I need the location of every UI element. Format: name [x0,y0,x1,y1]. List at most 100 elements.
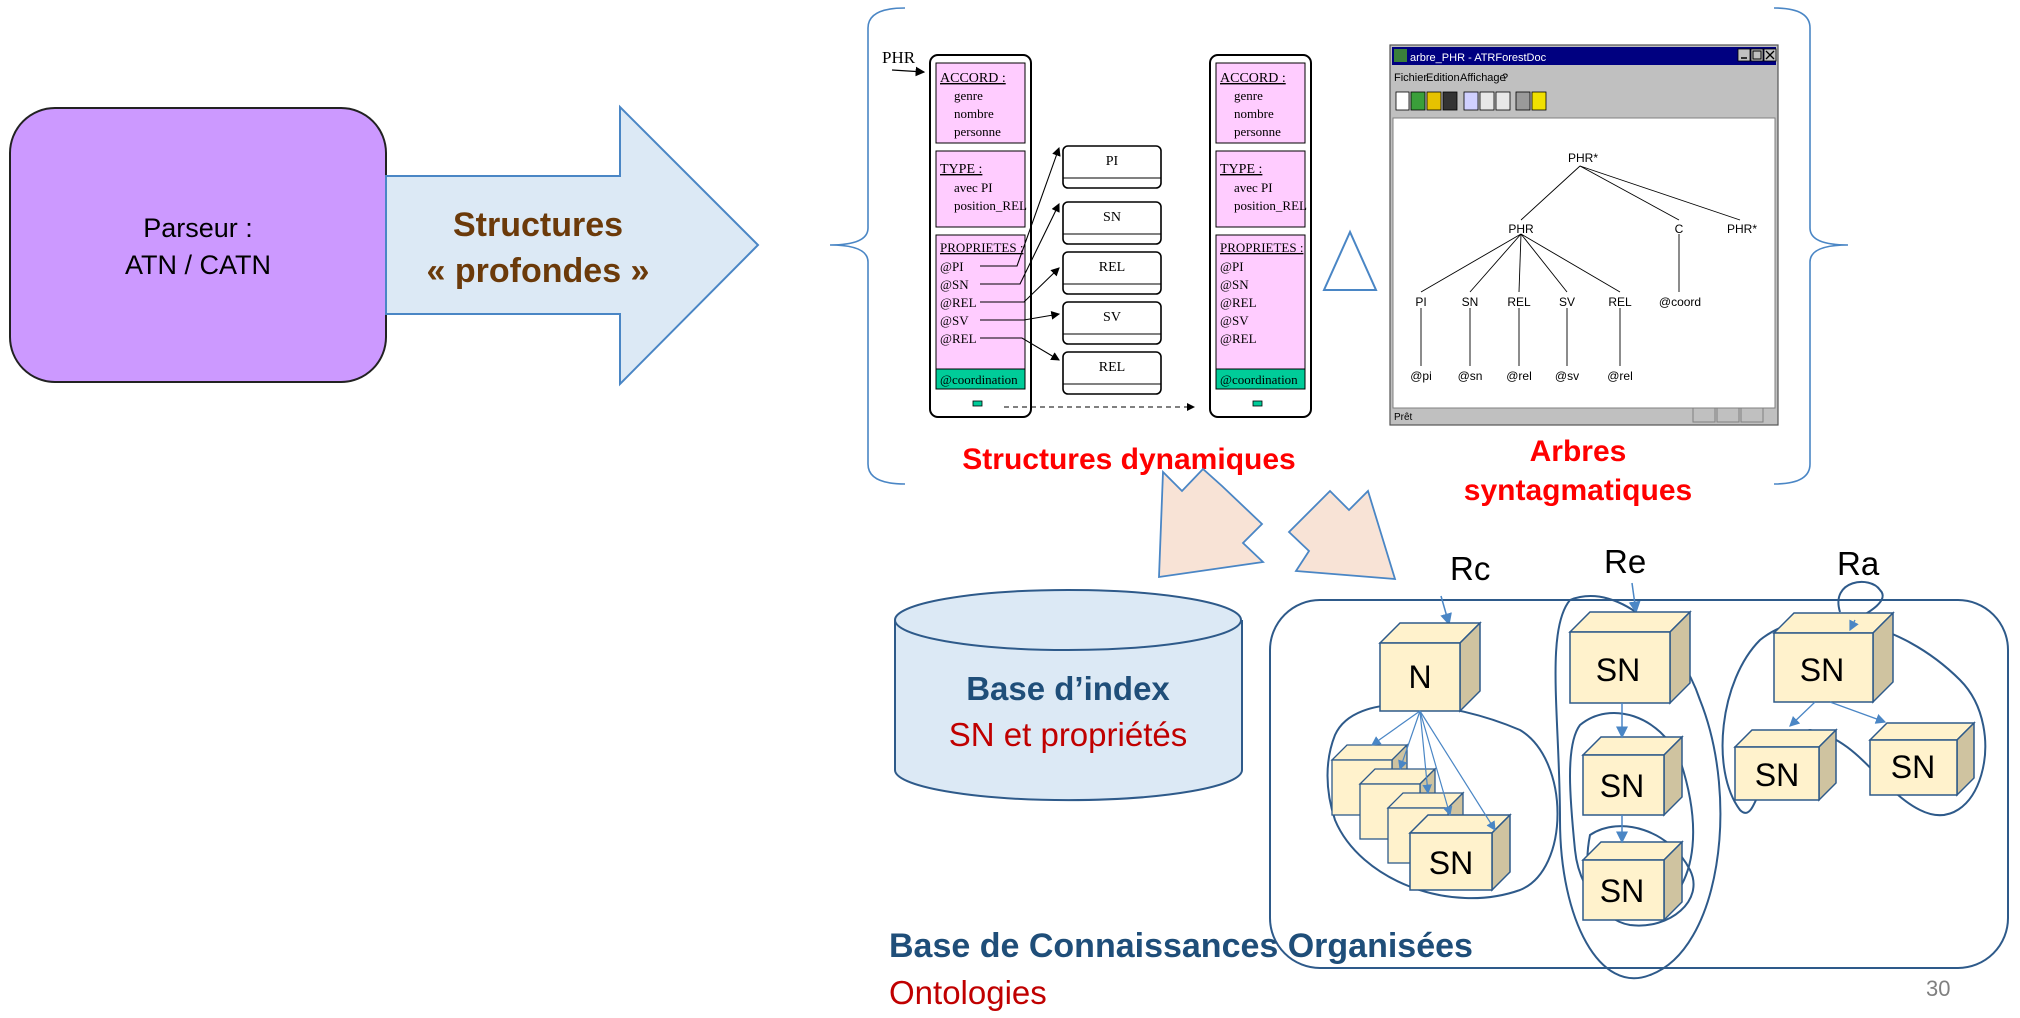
menu-item-view[interactable]: Affichage [1460,72,1506,84]
ra-self-arrow [1849,619,1859,632]
prop-item: @PI [940,259,964,274]
cube-ra-left: SN [1733,728,1838,802]
cube-label: SN [1800,652,1844,688]
prop-item: @SV [1220,313,1249,328]
property-arrows [980,146,1061,361]
tree-leaf: @rel [1607,369,1633,383]
pointer-mark [972,400,983,407]
cube-label: SN [1600,768,1644,804]
tree-node: REL [1608,295,1632,309]
middle-box-label: SV [1103,310,1121,325]
tree-leaf: @pi [1410,369,1432,383]
tree-edges [1420,165,1741,366]
tree-labels: PHR* PHR C PHR* PI SN REL SV REL @coord … [1410,151,1757,383]
minimize-button[interactable] [1737,48,1751,62]
coordination-label: @coordination [1220,372,1298,387]
window-titlebar [1392,47,1776,65]
tree-app-window: arbre_PHR - ATRForestDoc Fichier Edition… [1389,44,1779,426]
cylinder-body [894,620,1243,802]
ra-link-arrow [1789,701,1816,727]
tree-node: SN [1462,295,1479,309]
down-arrow-right [1287,489,1397,581]
toolbar [1395,91,1547,111]
window-title: arbre_PHR - ATRForestDoc [1410,52,1547,64]
tree-node: PHR* [1568,151,1598,165]
middle-box-label: PI [1106,154,1119,169]
phr-pointer-label: PHR [882,48,916,67]
type-item: position_REL [954,198,1027,213]
syntagmatic-trees-label-1: Arbres [1530,435,1627,468]
cube-label: N [1408,659,1431,695]
ra-self-loop [1837,581,1884,621]
tree-node: @coord [1659,295,1701,309]
cube-re-mid: SN [1581,735,1684,817]
tree-leaf: @rel [1506,369,1532,383]
middle-box-rel: REL [1062,251,1162,295]
accord-item: personne [1234,124,1281,139]
menu-item-edit[interactable]: Edition [1426,72,1460,84]
index-database: Base d’index SN et propriétés [894,589,1243,802]
open-folder-icon[interactable] [1426,91,1442,111]
props-title: PROPRIETES : [1220,240,1303,255]
close-button[interactable] [1763,48,1777,62]
dynamic-structures-label: Structures dynamiques [962,443,1295,476]
tree-node: REL [1507,295,1531,309]
new-doc-icon[interactable] [1395,91,1410,111]
dynamic-structure-left: ACCORD : genre nombre personne TYPE : av… [929,54,1032,418]
cylinder-top [894,589,1242,651]
right-brace [1773,7,1849,485]
type-item: avec PI [1234,180,1273,195]
relation-label-ra: Ra [1837,545,1880,582]
dynamic-structure-right: ACCORD : genre nombre personne TYPE : av… [1209,54,1312,418]
type-section [1215,150,1306,228]
maximize-button[interactable] [1750,48,1764,62]
kb-title: Base de Connaissances Organisées [889,927,1473,965]
copy-icon[interactable] [1479,91,1495,111]
prop-item: @SN [1220,277,1249,292]
middle-box-label: REL [1099,360,1125,375]
print-icon[interactable] [1515,91,1531,111]
props-section [1215,234,1306,370]
left-brace [829,7,906,485]
parser-line1: Parseur : [143,213,253,243]
tree-node: PHR* [1727,222,1757,236]
prop-item: @PI [1220,259,1244,274]
tree-leaf: @sn [1458,369,1483,383]
tree-canvas [1392,117,1776,409]
accord-title: ACCORD : [940,71,1006,86]
knowledge-base: Rc Re Ra N [1269,543,2009,980]
type-item: position_REL [1234,198,1307,213]
parser-node: Parseur : ATN / CATN [9,107,387,383]
coordination-section [1215,368,1306,390]
cut-icon[interactable] [1463,91,1479,111]
syntagmatic-trees-label-2: syntagmatiques [1464,474,1692,507]
tree-node: PI [1415,295,1426,309]
index-db-title: Base d’index [966,670,1170,707]
app-icon [1394,49,1407,62]
cube-label: SN [1891,749,1935,785]
middle-box-label: REL [1099,260,1125,275]
status-panel [1716,407,1740,423]
help-icon[interactable] [1531,91,1547,111]
tree-tool-icon[interactable] [1410,91,1426,111]
type-item: avec PI [954,180,993,195]
relation-label-re: Re [1604,543,1646,580]
menu-item-help[interactable]: ? [1502,72,1508,84]
phr-pointer-arrow [891,66,926,77]
coordination-section [935,368,1026,390]
prop-item: @REL [940,331,977,346]
save-icon[interactable] [1442,91,1458,111]
kb-subtitle: Ontologies [889,974,1047,1011]
type-section [935,150,1026,228]
menu-item-file[interactable]: Fichier [1394,72,1427,84]
middle-box-pi: PI [1062,145,1162,189]
triangle-icon [1322,229,1378,291]
middle-box-rel-2: REL [1062,351,1162,395]
prop-item: @REL [940,295,977,310]
paste-icon[interactable] [1495,91,1511,111]
tree-node: C [1675,222,1684,236]
cube-ra-right: SN [1868,721,1976,797]
accord-item: genre [954,88,983,103]
arrow-shape [385,104,760,387]
kb-frame [1269,599,2009,969]
